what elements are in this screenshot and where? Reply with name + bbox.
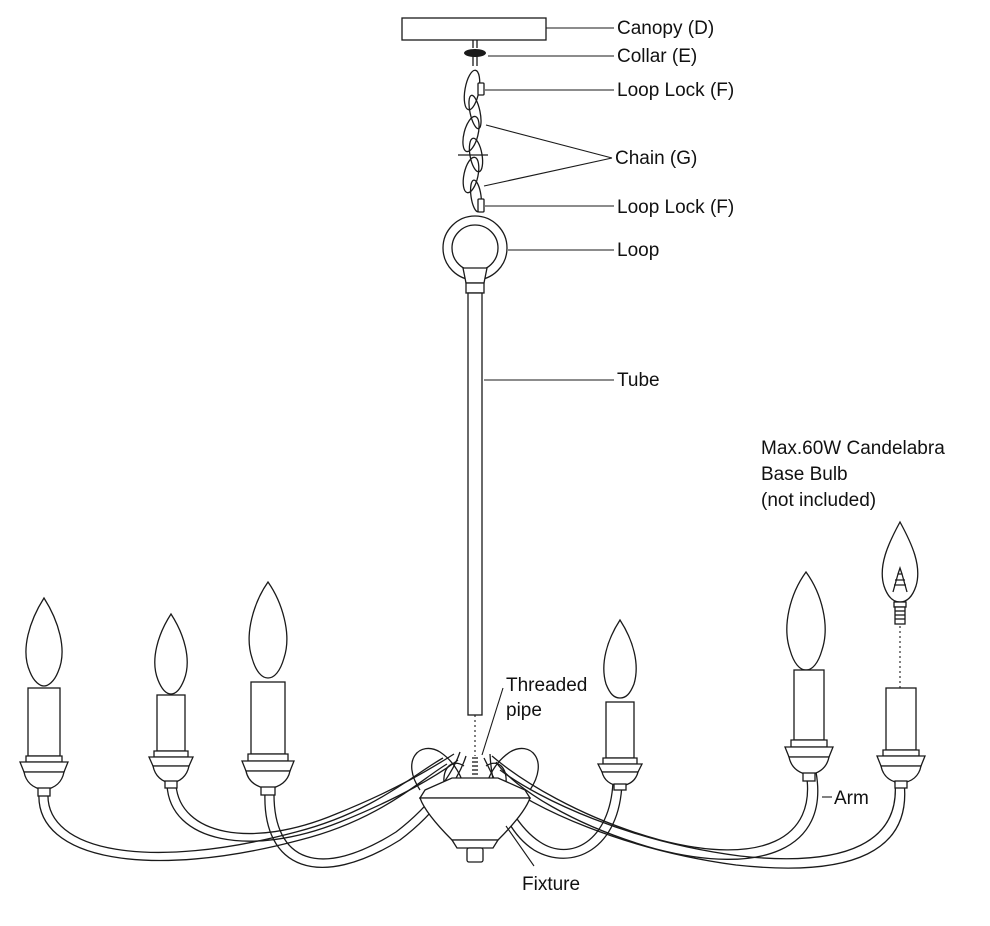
label-loop: Loop [617, 240, 659, 261]
loop-lock-top [477, 82, 485, 96]
arm-1 [38, 757, 448, 862]
candle-2 [147, 612, 195, 789]
canopy [401, 17, 547, 41]
candle-5 [784, 570, 834, 782]
label-fixture: Fixture [522, 874, 580, 895]
tube [465, 282, 485, 716]
label-loop-lock-top: Loop Lock (F) [617, 80, 734, 101]
arm-2 [166, 753, 459, 842]
label-threaded-line1: Threaded [506, 675, 587, 696]
label-arm: Arm [834, 788, 869, 809]
label-bulb-line1: Max.60W Candelabra [761, 438, 945, 459]
candle-6 [876, 687, 926, 789]
leader-lines [481, 27, 832, 867]
label-loop-lock-bottom: Loop Lock (F) [617, 197, 734, 218]
labels: Canopy (D) Collar (E) Loop Lock (F) Chai… [506, 18, 945, 895]
loop [442, 215, 508, 284]
arm-6 [495, 769, 906, 869]
label-bulb-line2: Base Bulb [761, 464, 848, 485]
label-bulb-line3: (not included) [761, 490, 876, 511]
candle-1 [19, 596, 69, 797]
label-tube: Tube [617, 370, 660, 391]
candle-4 [596, 618, 644, 791]
label-collar: Collar (E) [617, 46, 697, 67]
threaded-pipe [472, 715, 478, 775]
label-canopy: Canopy (D) [617, 18, 714, 39]
arms [38, 747, 906, 869]
label-threaded-line2: pipe [506, 700, 542, 721]
arm-5 [491, 755, 819, 860]
collar [464, 40, 486, 66]
candle-3 [241, 580, 295, 796]
bulb [881, 520, 919, 688]
loop-lock-bottom [477, 198, 485, 213]
label-chain: Chain (G) [615, 148, 697, 169]
fixture-body [418, 777, 532, 863]
